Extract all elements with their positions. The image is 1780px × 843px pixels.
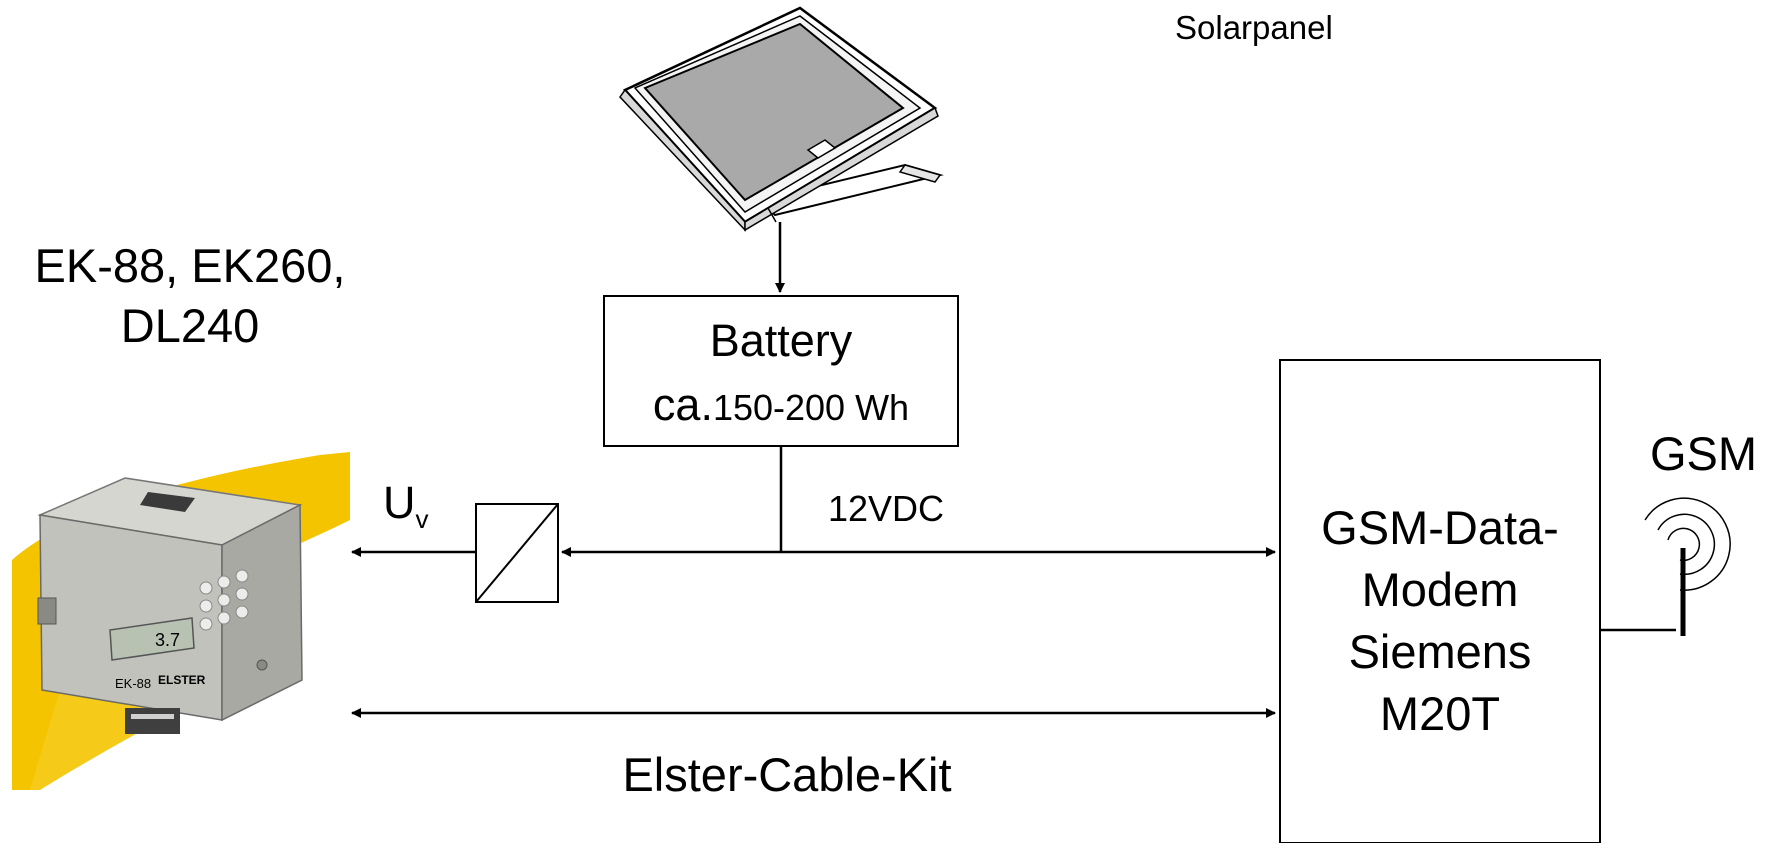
voltage-symbol: U — [383, 477, 416, 528]
device-keypad — [199, 569, 249, 631]
modem-label-line4: M20T — [1380, 687, 1500, 740]
antenna-icon — [1600, 497, 1731, 636]
volume-corrector-device-image: 3.7 EK-88 ELSTER — [12, 452, 350, 790]
voltage-subscript: v — [416, 504, 429, 534]
gsm-modem-box — [1279, 359, 1601, 843]
battery-capacity: ca.150-200 Wh — [653, 379, 909, 430]
dc-dc-converter — [475, 503, 559, 603]
device-model-plate: EK-88 — [115, 676, 151, 691]
solar-panel-icon — [619, 6, 944, 232]
battery-ca-prefix: ca. — [653, 379, 713, 430]
supply-voltage-label: 12VDC — [828, 488, 944, 529]
battery-box — [603, 295, 959, 447]
devices-label-line2: DL240 — [121, 299, 260, 352]
battery-title: Battery — [710, 315, 853, 366]
devices-label-line1: EK-88, EK260, — [35, 239, 346, 292]
solarpanel-label: Solarpanel — [1175, 9, 1333, 46]
device-lcd-display — [109, 617, 195, 661]
voltage-label: Uv — [383, 477, 429, 534]
gsm-label: GSM — [1650, 427, 1757, 480]
device-display-reading: 3.7 — [155, 630, 180, 650]
modem-label-line1: GSM-Data- — [1321, 501, 1559, 554]
battery-capacity-value: 150-200 Wh — [713, 387, 909, 428]
modem-label-line2: Modem — [1362, 563, 1519, 616]
cable-kit-label: Elster-Cable-Kit — [622, 748, 951, 801]
modem-label-line3: Siemens — [1349, 625, 1532, 678]
device-brand-label: ELSTER — [158, 673, 206, 687]
